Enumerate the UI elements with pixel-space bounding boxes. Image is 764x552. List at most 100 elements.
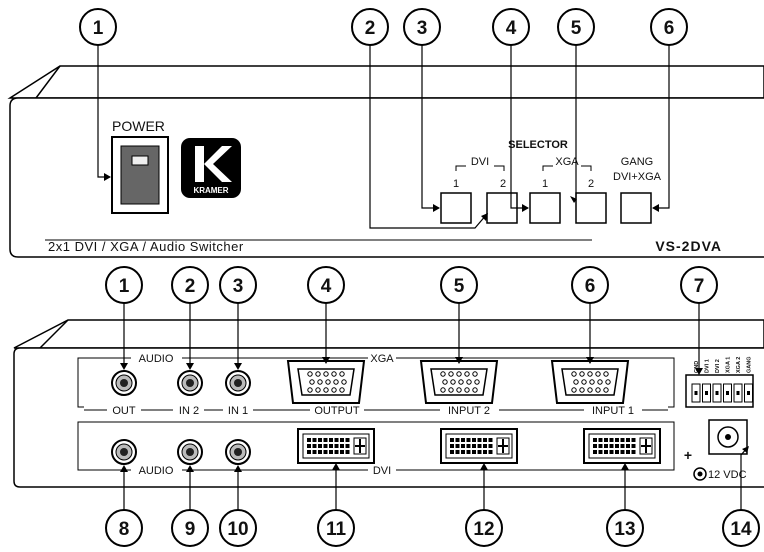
callout-number-2: 2	[365, 18, 376, 39]
dvi-pin	[620, 444, 625, 448]
callout-number-12: 12	[473, 519, 494, 540]
dvi-pin	[593, 438, 597, 442]
input2-label: INPUT 2	[448, 405, 490, 417]
dvi-pin	[312, 438, 317, 442]
hd15-pin	[331, 387, 337, 393]
hd15-pin	[466, 379, 472, 385]
output-label: OUTPUT	[314, 405, 360, 417]
xga-group-bracket	[542, 165, 592, 171]
callout-circle-1	[79, 8, 117, 46]
dvi-pin	[466, 438, 471, 442]
audio-jack-10[interactable]	[225, 439, 251, 465]
dvi-pin	[450, 444, 454, 448]
dvi-pin	[626, 444, 630, 448]
callout-circle-13	[606, 509, 644, 547]
plus-sign: +	[684, 447, 692, 463]
dvi-pin	[631, 450, 636, 454]
hd15-pin	[573, 379, 579, 385]
dvi-pin	[631, 444, 636, 448]
hd15-pin	[317, 379, 323, 385]
hd15-pin	[589, 379, 595, 385]
dvi-pin	[312, 450, 317, 454]
callout-circle-7	[680, 266, 718, 304]
callout-number-13: 13	[614, 519, 635, 540]
front-panel: POWER KRAMER SELECTOR DVI XGA GANG DVI+X…	[7, 44, 764, 258]
rear-panel: AUDIO XGA OUT IN 2 IN 1 OUTPUT INPUT 2 I…	[13, 303, 764, 510]
audio-in1-jack[interactable]	[225, 370, 251, 396]
dvi-pin	[477, 450, 482, 454]
power-switch-indicator	[131, 155, 149, 166]
hd15-pin	[595, 371, 601, 377]
xga-1-button[interactable]	[529, 192, 561, 224]
dvi-1-label: 1	[453, 178, 459, 190]
model-name: VS-2DVA	[655, 238, 722, 254]
dvi-pin	[461, 450, 465, 454]
dvi-pin	[340, 444, 344, 448]
dvi-pin	[345, 444, 350, 448]
xga-output-connector[interactable]	[286, 360, 366, 404]
dvi-pin	[488, 450, 493, 454]
dvi-pin	[593, 450, 597, 454]
xga-group-label: XGA	[555, 156, 579, 168]
xga-input1-connector[interactable]	[550, 360, 630, 404]
dvi-pin	[318, 444, 322, 448]
hd15-pin	[581, 379, 587, 385]
callout-circle-8	[105, 509, 143, 547]
dvi-pin	[307, 450, 311, 454]
dvi-output-connector[interactable]	[297, 428, 375, 464]
callout-circle-5	[440, 266, 478, 304]
callout-circle-6	[571, 266, 609, 304]
terminal-block[interactable]	[685, 374, 754, 408]
audio-out-jack[interactable]	[111, 370, 137, 396]
in1-label: IN 1	[228, 405, 248, 417]
dvi-pin	[307, 444, 311, 448]
dvi-pin	[620, 438, 625, 442]
dvi-pin	[631, 438, 636, 442]
callout-number-8: 8	[119, 519, 130, 540]
hd15-pin	[339, 371, 345, 377]
xga-2-label: 2	[588, 178, 594, 190]
audio-jack-8[interactable]	[111, 439, 137, 465]
audio-in2-jack[interactable]	[177, 370, 203, 396]
hd15-pin	[464, 371, 470, 377]
callout-number-4: 4	[321, 276, 332, 297]
dvi-rear-label: DVI	[373, 465, 391, 477]
dvi-pin	[334, 450, 339, 454]
dvi-input2-connector[interactable]	[440, 428, 518, 464]
callout-number-11: 11	[326, 519, 347, 540]
product-description: 2x1 DVI / XGA / Audio Switcher	[48, 239, 244, 254]
dvi-pin	[609, 444, 614, 448]
hd15-pin	[331, 371, 337, 377]
dvi-pin	[477, 444, 482, 448]
hd15-pin	[587, 371, 593, 377]
xga-2-button[interactable]	[575, 192, 607, 224]
hd15-pin	[603, 371, 609, 377]
gang-button[interactable]	[620, 192, 652, 224]
dvi-pin	[466, 450, 471, 454]
dvi-pin	[318, 450, 322, 454]
dvi-pin	[329, 438, 333, 442]
rear-bottom-group-frame	[77, 421, 84, 471]
hd15-pin	[450, 379, 456, 385]
audio-jack-9[interactable]	[177, 439, 203, 465]
front-leader-arrowheads	[104, 173, 659, 221]
hd15-pin	[595, 387, 601, 393]
dvi-pin	[307, 438, 311, 442]
hd15-pin	[456, 371, 462, 377]
xga-input2-connector[interactable]	[419, 360, 499, 404]
callout-number-4: 4	[506, 18, 517, 39]
power-switch-rocker[interactable]	[120, 145, 160, 205]
dvi-pin	[461, 438, 465, 442]
hd15-pin	[323, 387, 329, 393]
dvi-1-button[interactable]	[440, 192, 472, 224]
dvi-pin	[345, 438, 350, 442]
dvi-input1-connector[interactable]	[583, 428, 661, 464]
dvi-group-bracket	[455, 165, 505, 171]
dvi-pin	[455, 438, 460, 442]
audio-top-label: AUDIO	[139, 353, 174, 365]
dvi-pin	[472, 438, 476, 442]
